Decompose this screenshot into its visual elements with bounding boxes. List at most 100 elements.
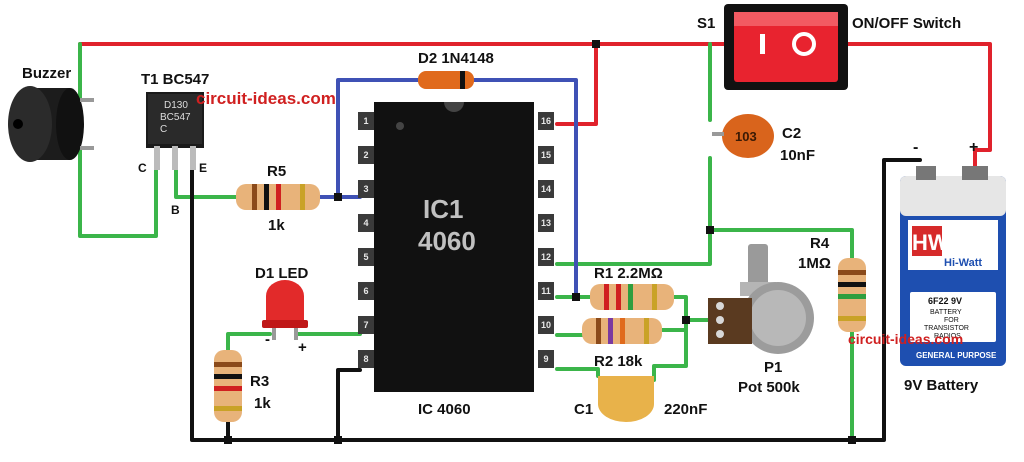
ic-caption: IC 4060 [418, 401, 471, 418]
junction-dot [592, 40, 600, 48]
resistor-r4 [838, 258, 866, 332]
junction-dot [848, 436, 856, 444]
ic-label-line2: 4060 [418, 226, 476, 256]
red-wire-switch-to-battery [842, 42, 992, 170]
c2-code: 103 [735, 129, 757, 144]
r2-label: R2 18k [594, 353, 643, 370]
green-wire-r1-pot [652, 295, 688, 382]
ic-label-line1: IC1 [423, 194, 463, 224]
battery-text-5: GENERAL PURPOSE [916, 351, 997, 360]
junction-dot [706, 226, 714, 234]
ic-pin-number-right-9: 9 [543, 354, 548, 364]
ic-pin-left-4 [358, 214, 374, 232]
ic-pin-number-right-14: 14 [541, 184, 551, 194]
t1-body-text-2: BC547 [160, 112, 191, 123]
green-wire-buzzer-top [78, 42, 94, 102]
d2-label: D2 1N4148 [418, 50, 494, 67]
battery-minus-label: - [913, 139, 918, 156]
switch-label: ON/OFF Switch [852, 15, 961, 32]
ic-pin-left-1 [358, 112, 374, 130]
c1-label: C1 [574, 401, 593, 418]
c2-value: 10nF [780, 147, 815, 164]
ic-right-pins: 16 15 14 13 12 11 10 9 [538, 112, 554, 368]
buzzer [8, 86, 94, 162]
battery-text-3: TRANSISTOR [924, 325, 969, 332]
blue-wire-d2 [336, 78, 420, 199]
green-wire-led-r3 [226, 332, 272, 354]
r4-label: R4 [810, 235, 830, 252]
battery-text-4: RADIOS [934, 333, 961, 340]
switch-s1 [724, 4, 848, 90]
r3-label: R3 [250, 373, 269, 390]
ic-pin-right-12 [538, 248, 554, 266]
battery-brand: HW [912, 230, 949, 255]
ic-pin-right-9 [538, 350, 554, 368]
ic-pin-number-right-16: 16 [541, 116, 551, 126]
resistor-r1 [590, 284, 674, 310]
watermark-text: circuit-ideas.com [196, 89, 336, 108]
battery-text-1: BATTERY [930, 309, 962, 316]
ic-pin-left-7 [358, 316, 374, 334]
ic-pin-number-right-11: 11 [541, 286, 551, 296]
blue-wire-d2-right [472, 78, 578, 299]
ic-pin-number-right-12: 12 [541, 252, 551, 262]
green-wire-pin9-c1 [555, 367, 600, 378]
p1-label: P1 [764, 359, 782, 376]
r5-value: 1k [268, 217, 285, 234]
battery-model: 6F22 9V [928, 296, 962, 306]
ic-pin-number-right-10: 10 [541, 320, 551, 330]
ic-pin-left-3 [358, 180, 374, 198]
t1-body-text-1: D130 [164, 100, 188, 111]
t1-label: T1 BC547 [141, 71, 209, 88]
c1-value: 220nF [664, 401, 707, 418]
ic-pin-number-left-4: 4 [363, 218, 368, 228]
c2-label: C2 [782, 125, 801, 142]
t1-body-text-3: C [160, 124, 167, 135]
junction-dot [334, 193, 342, 201]
ic-pin-number-right-13: 13 [541, 218, 551, 228]
ic-pin-right-11 [538, 282, 554, 300]
ic-pin-left-5 [358, 248, 374, 266]
resistor-r3 [214, 350, 242, 422]
resistor-r2 [582, 318, 662, 344]
ic-pin-right-14 [538, 180, 554, 198]
d1-label: D1 LED [255, 265, 309, 282]
green-wire-c2-down [708, 156, 854, 262]
ic-pin-left-8 [358, 350, 374, 368]
ic-pin-number-left-3: 3 [363, 184, 368, 194]
green-wire-r2-pot [658, 318, 718, 332]
ic-pin-number-left-1: 1 [363, 116, 368, 126]
ic-4060 [374, 102, 534, 392]
led-plus-label: + [298, 339, 307, 356]
ic-pin-number-right-15: 15 [541, 150, 551, 160]
black-wire-ground-rail [190, 158, 922, 442]
led-d1 [262, 280, 308, 340]
ic-pin-number-left-6: 6 [363, 286, 368, 296]
r3-value: 1k [254, 395, 271, 412]
watermark-text-2: circuit-ideas.com [848, 331, 963, 347]
r1-label: R1 2.2MΩ [594, 265, 663, 282]
battery-9v: HW Hi-Watt 6F22 9V BATTERY FOR TRANSISTO… [900, 166, 1006, 366]
ic-pin-right-16 [538, 112, 554, 130]
green-wire-base [174, 168, 238, 199]
battery-label: 9V Battery [904, 377, 979, 394]
led-minus-label: - [265, 331, 270, 348]
ic-pin-left-6 [358, 282, 374, 300]
t1-pin-b-label: B [171, 203, 180, 217]
junction-dot [224, 436, 232, 444]
junction-dot [334, 436, 342, 444]
ic-pin-right-15 [538, 146, 554, 164]
battery-text-2: FOR [944, 317, 959, 324]
transistor-t1: D130 BC547 C [146, 92, 204, 170]
p1-value: Pot 500k [738, 379, 800, 396]
resistor-r5 [236, 184, 320, 210]
black-wire-pin8 [336, 368, 362, 442]
diode-d2 [418, 71, 474, 89]
r4-value: 1MΩ [798, 255, 831, 272]
ic-pin-number-left-2: 2 [363, 150, 368, 160]
t1-pin-e-label: E [199, 161, 207, 175]
r5-label: R5 [267, 163, 286, 180]
battery-plus-label: + [969, 139, 978, 156]
